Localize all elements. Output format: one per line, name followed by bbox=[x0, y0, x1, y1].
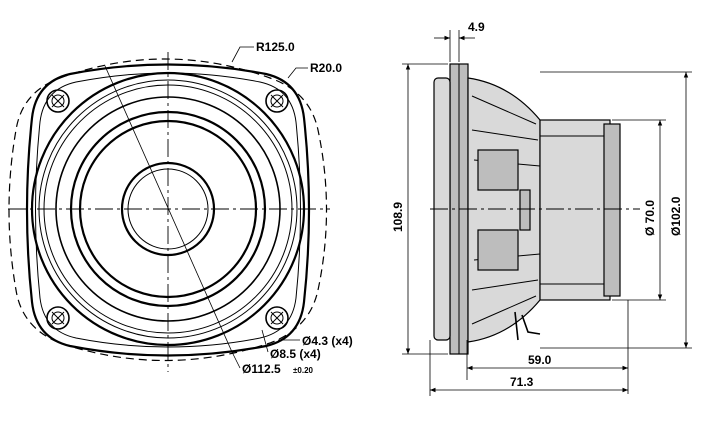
basket-window-lower bbox=[477, 229, 519, 271]
basket-window-upper bbox=[477, 149, 519, 191]
leader-hole-large bbox=[261, 329, 269, 353]
dim-depth-magnet: 59.0 bbox=[528, 353, 552, 367]
mounting-hole-tl bbox=[46, 89, 70, 113]
outer-dashed-outline bbox=[8, 58, 328, 362]
label-hole-large: Ø8.5 (x4) bbox=[270, 347, 321, 361]
dim-magnet-dia: Ø 70.0 bbox=[643, 200, 657, 236]
leader-r20 bbox=[287, 67, 308, 79]
dim-depth-total: 71.3 bbox=[510, 375, 534, 389]
mounting-hole-br bbox=[265, 306, 289, 330]
basket-slot bbox=[519, 189, 531, 231]
frame-inner-outline bbox=[35, 72, 301, 348]
label-hole-small: Ø4.3 (x4) bbox=[302, 334, 353, 348]
mounting-hole-tr bbox=[265, 89, 289, 113]
side-view: 4.9 108.9 Ø 70.0 Ø102.0 59.0 7 bbox=[391, 20, 692, 396]
label-cone-dia: Ø112.5 bbox=[242, 362, 281, 376]
leader-r125 bbox=[231, 46, 254, 63]
dim-overall-height: 108.9 bbox=[391, 202, 405, 232]
leader-cone-dia bbox=[231, 351, 241, 369]
terminal bbox=[514, 311, 541, 341]
label-cone-tolerance: ±0.20 bbox=[293, 366, 314, 375]
label-r-large: R125.0 bbox=[256, 40, 295, 54]
dim-flange-thickness: 4.9 bbox=[468, 20, 485, 34]
dim-basket-dia: Ø102.0 bbox=[669, 196, 683, 236]
mounting-hole-bl bbox=[46, 306, 70, 330]
magnet-cap bbox=[603, 123, 621, 297]
cone-diameter-line bbox=[104, 65, 233, 353]
label-r-corner: R20.0 bbox=[310, 61, 342, 75]
front-view: R125.0 R20.0 Ø4.3 (x4) Ø8.5 (x4) Ø112.5 … bbox=[8, 40, 353, 376]
magnet bbox=[539, 119, 611, 301]
